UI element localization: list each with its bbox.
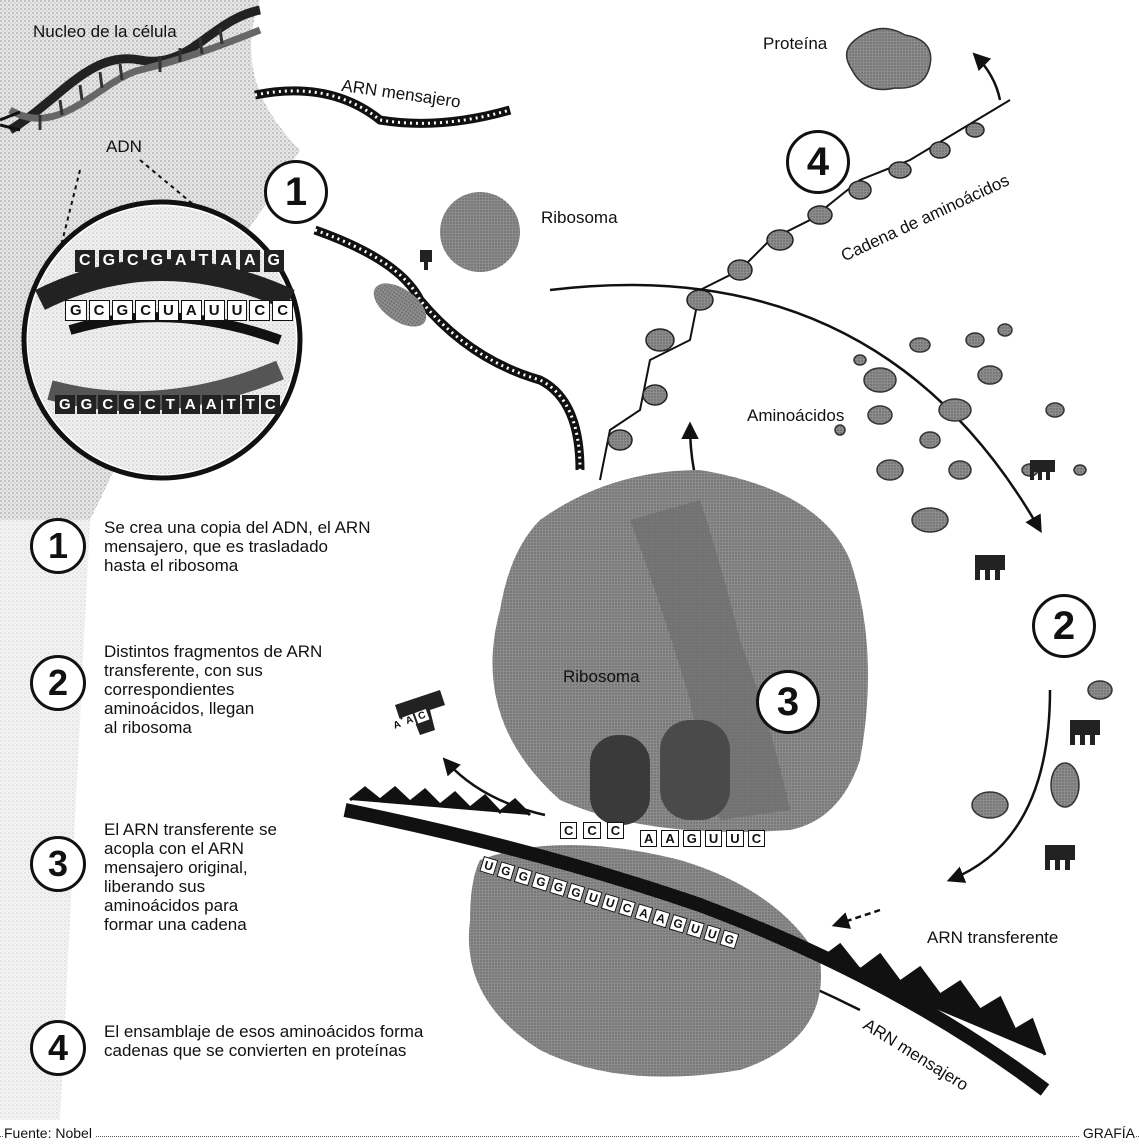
base-letter: A	[181, 300, 202, 321]
magnifier-top-row: C G C G A T A A G	[75, 250, 295, 272]
base-letter: G	[683, 830, 701, 847]
step-3-text: El ARN transferente se acopla con el ARN…	[104, 820, 404, 934]
trna-anticodon: C C C	[560, 822, 624, 839]
base-letter: T	[223, 395, 240, 414]
step-1-text: Se crea una copia del ADN, el ARN mensaj…	[104, 518, 404, 575]
label-amino-acids: Aminoácidos	[747, 406, 844, 425]
step-2-text: Distintos fragmentos de ARN transferente…	[104, 642, 404, 737]
label-nucleus: Nucleo de la célula	[33, 22, 177, 41]
badge-step-4: 4	[30, 1020, 86, 1076]
arrow-trna-in	[835, 910, 880, 925]
base-letter: C	[748, 830, 765, 847]
base-letter: G	[65, 300, 87, 321]
label-trna: ARN transferente	[927, 928, 1058, 947]
label-protein: Proteína	[763, 34, 827, 53]
base-letter: U	[726, 830, 743, 847]
footer-rule	[0, 1136, 1139, 1137]
base-letter: A	[216, 250, 236, 272]
base-letter: T	[195, 250, 213, 272]
base-letter: T	[162, 395, 179, 414]
base-letter: G	[55, 395, 75, 414]
base-letter: C	[123, 250, 143, 272]
base-letter: U	[227, 300, 248, 321]
label-ribosome-main: Ribosoma	[563, 667, 640, 686]
base-letter: C	[249, 300, 270, 321]
base-letter: A	[171, 250, 191, 272]
base-letter: C	[141, 395, 160, 414]
badge-step-2-diagram: 2	[1032, 594, 1096, 658]
badge-step-2: 2	[30, 655, 86, 711]
protein-blob	[847, 29, 931, 90]
base-letter: C	[98, 395, 117, 414]
base-letter: A	[202, 395, 221, 414]
ribosome-upper-bases: A A G U U C	[640, 830, 765, 847]
base-letter: G	[112, 300, 134, 321]
base-letter: C	[75, 250, 95, 272]
base-letter: A	[181, 395, 200, 414]
base-letter: T	[242, 395, 259, 414]
badge-step-1-diagram: 1	[264, 160, 328, 224]
arrow-to-protein	[975, 55, 1000, 100]
badge-step-4-diagram: 4	[786, 130, 850, 194]
badge-step-1: 1	[30, 518, 86, 574]
base-letter: C	[272, 300, 293, 321]
ribosome-main	[469, 470, 868, 1077]
base-letter: C	[583, 822, 600, 839]
badge-step-3-diagram: 3	[756, 670, 820, 734]
label-dna: ADN	[106, 137, 142, 156]
ribosome-small	[440, 192, 520, 272]
base-letter: A	[661, 830, 678, 847]
base-letter: U	[158, 300, 179, 321]
base-letter: C	[607, 822, 624, 839]
base-letter: G	[77, 395, 97, 414]
base-letter: C	[261, 395, 280, 414]
magnifier-mid-row: G C G C U A U U C C	[65, 300, 295, 321]
base-letter: C	[560, 822, 577, 839]
arc-to-ribosome	[950, 690, 1050, 880]
mrna-transport-strand	[315, 230, 580, 470]
footer-credit: GRAFÍA	[1079, 1125, 1135, 1141]
base-letter: G	[264, 250, 284, 272]
base-letter: G	[119, 395, 139, 414]
base-letter: U	[204, 300, 225, 321]
base-letter: C	[135, 300, 156, 321]
base-letter: A	[240, 250, 260, 272]
base-letter: A	[640, 830, 657, 847]
label-ribosome-top: Ribosoma	[541, 208, 618, 227]
base-letter: U	[705, 830, 722, 847]
base-letter: G	[147, 250, 167, 272]
badge-step-3: 3	[30, 836, 86, 892]
base-letter: C	[89, 300, 110, 321]
footer-source: Fuente: Nobel	[4, 1125, 96, 1141]
base-letter: G	[99, 250, 119, 272]
magnifier	[24, 202, 300, 478]
step-4-text: El ensamblaje de esos aminoácidos forma …	[104, 1022, 464, 1060]
magnifier-bottom-row: G G C G C T A A T T C	[55, 395, 295, 414]
